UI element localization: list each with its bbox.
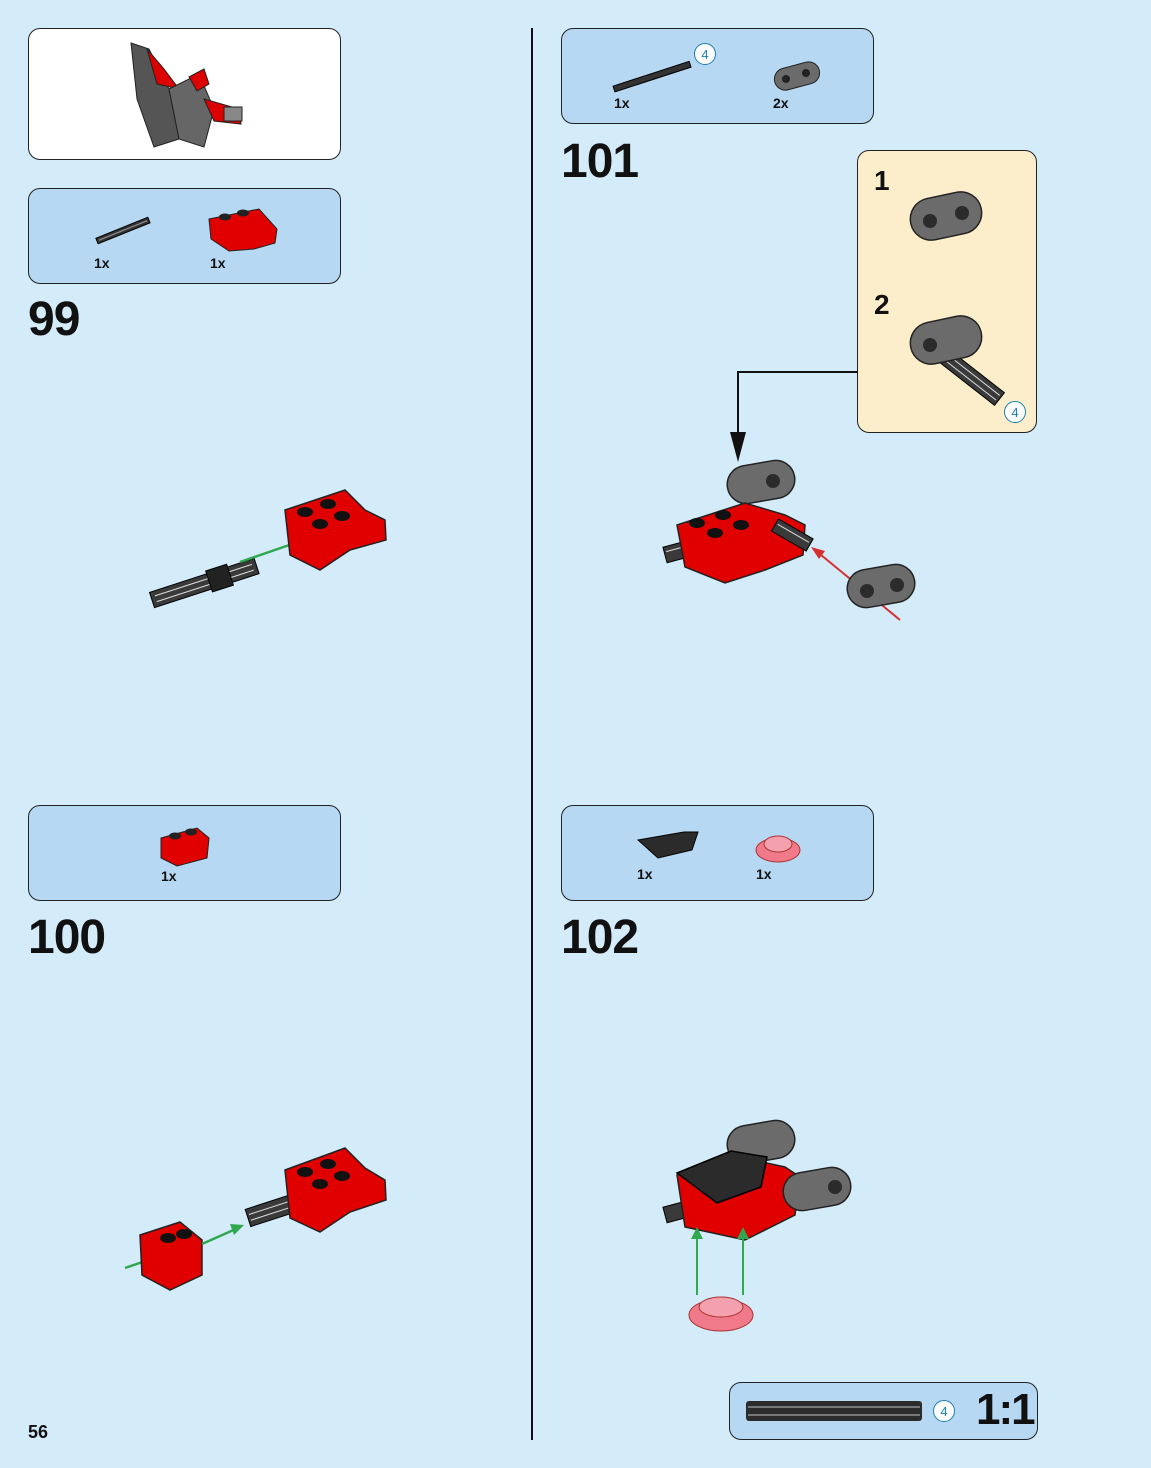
callout-pointer-arrow — [730, 371, 858, 462]
submodel-preview-image — [130, 42, 243, 148]
gray-beam-right — [782, 1166, 852, 1212]
red-brick-assembly — [676, 502, 806, 584]
scale-ratio-label: 1:1 — [976, 1385, 1036, 1434]
substep-2-number: 2 — [874, 289, 890, 320]
step-102-parts-images — [636, 831, 801, 863]
trans-pink-round-plate — [688, 1296, 754, 1332]
step-99-parts-images — [95, 208, 278, 252]
step-100-illustration — [124, 1147, 387, 1291]
step-100-parts-box: 1x — [28, 805, 341, 901]
axle-with-bush — [148, 557, 260, 609]
step-101-axle-length-badge: 4 — [694, 43, 716, 65]
red-technic-brick — [139, 1221, 203, 1291]
step-99-part-2-qty: 1x — [210, 255, 226, 271]
gray-beam-substep-1 — [909, 191, 983, 241]
page-number: 56 — [28, 1422, 49, 1442]
step-99-parts-box: 1x 1x — [28, 188, 341, 284]
black-wedge-plate — [675, 1150, 768, 1204]
gray-beam-part — [773, 61, 821, 91]
column-divider — [531, 28, 533, 1440]
red-brick-assembly — [284, 1147, 387, 1233]
step-101-part-2-qty: 2x — [773, 95, 789, 111]
step-102-illustration — [662, 1119, 852, 1332]
step-100-number: 100 — [28, 911, 106, 964]
step-102-part-2-qty: 1x — [756, 866, 772, 882]
step-101-callout-box: 1 2 4 — [857, 150, 1037, 433]
step-101-parts-box: 4 1x 2x — [561, 28, 874, 124]
substep-2-axle-length-badge: 4 — [1004, 401, 1026, 423]
step-101-number: 101 — [561, 135, 639, 188]
step-100-parts-images — [160, 827, 210, 867]
red-brick-assembly — [284, 489, 387, 571]
step-99-part-1-qty: 1x — [94, 255, 110, 271]
submodel-preview-box — [28, 28, 341, 160]
scale-ruler-axle — [746, 1401, 922, 1421]
step-99-illustration — [148, 489, 387, 609]
step-101-illustration — [662, 459, 916, 621]
gray-beam-top — [726, 459, 796, 505]
step-99-number: 99 — [28, 293, 80, 346]
substep-1-number: 1 — [874, 165, 890, 196]
black-axle-part — [612, 60, 692, 93]
step-102-part-1-qty: 1x — [637, 866, 653, 882]
step-102-number: 102 — [561, 911, 639, 964]
callout-images — [909, 191, 1006, 407]
step-101-part-1-qty: 1x — [614, 95, 630, 111]
step-102-parts-box: 1x 1x — [561, 805, 874, 901]
step-101-parts-images — [612, 60, 821, 93]
gray-beam-right — [846, 563, 916, 609]
step-100-part-1-qty: 1x — [161, 868, 177, 884]
black-wedge-plate-part — [636, 831, 699, 859]
gray-beam-with-axle-substep-2 — [909, 315, 1006, 407]
black-axle-part — [95, 216, 151, 245]
red-brick-part — [208, 208, 278, 252]
scale-ruler-box: 4 1:1 — [729, 1382, 1038, 1440]
green-assembly-arrow — [201, 1226, 239, 1246]
ruler-length-badge: 4 — [933, 1400, 955, 1422]
